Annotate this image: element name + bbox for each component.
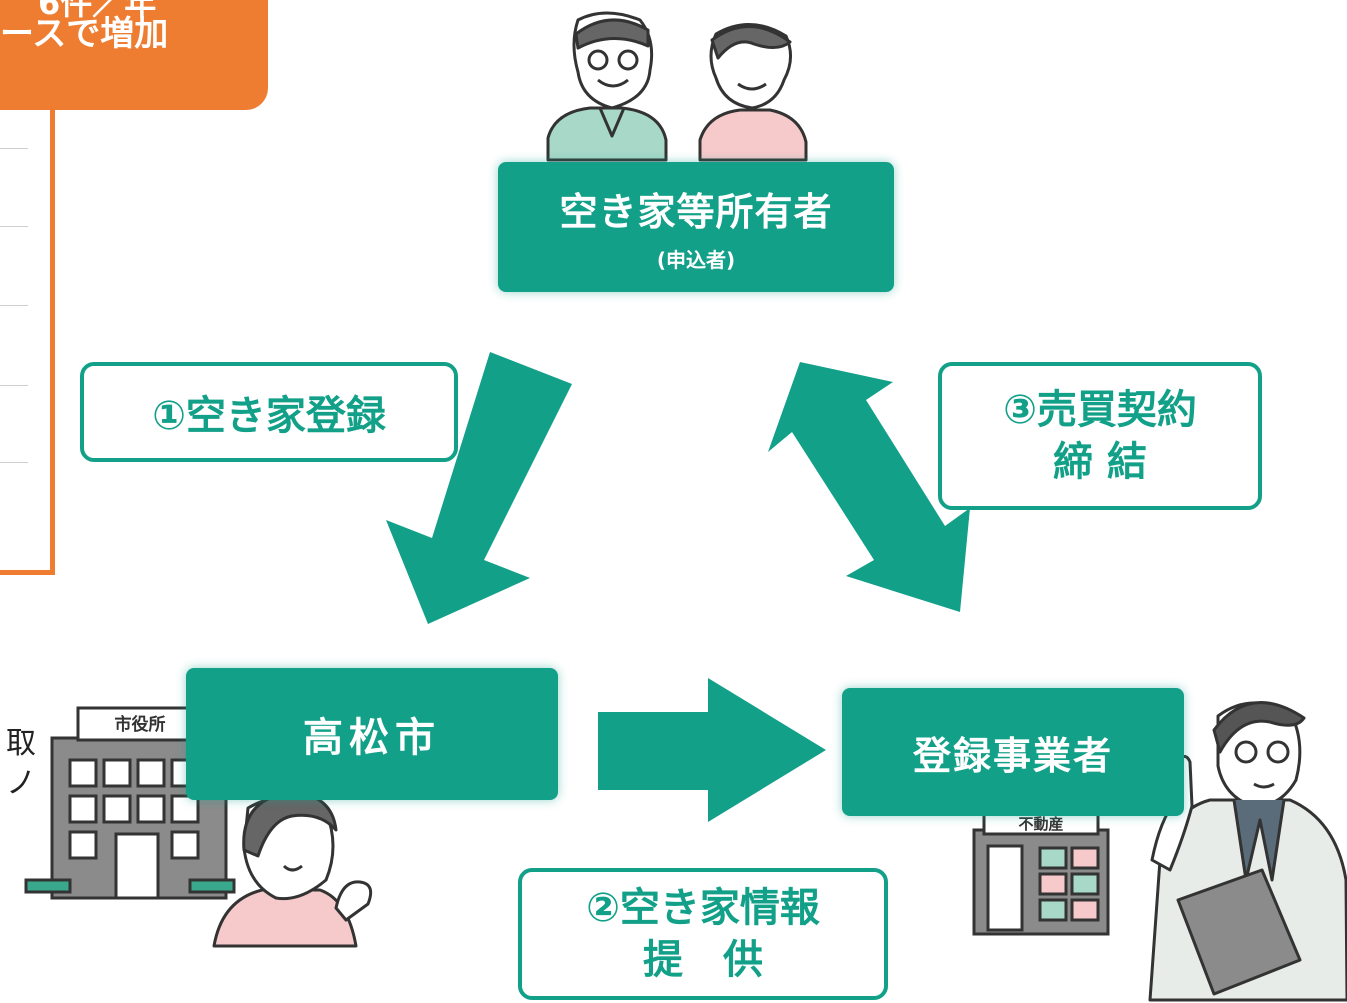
step2-line1: ②空き家情報	[586, 885, 820, 931]
city-title: 高松市	[303, 715, 441, 761]
step3-line1: ③売買契約	[1003, 387, 1197, 433]
owner-box: 空き家等所有者 (申込者)	[498, 162, 894, 292]
arrow-owner-to-city	[386, 352, 572, 624]
business-person-illustration	[1148, 701, 1347, 1002]
table-rule	[0, 385, 28, 386]
table-rule	[0, 148, 28, 149]
side-text-line1: 取	[6, 726, 36, 761]
arrow-owner-business-double	[768, 362, 970, 612]
owner-couple-illustration	[546, 11, 808, 162]
table-rule	[0, 226, 28, 227]
registered-business-box: 登録事業者	[842, 688, 1184, 816]
side-text-line2: ノ	[6, 766, 36, 801]
city-hall-sign: 市役所	[115, 714, 166, 735]
step2-line2: 提 供	[643, 937, 763, 983]
table-rule	[0, 305, 28, 306]
city-staff-illustration	[212, 790, 373, 948]
step1-text: ①空き家登録	[152, 393, 386, 439]
real-estate-shop-illustration	[972, 810, 1110, 936]
step3-label: ③売買契約 締 結	[938, 362, 1262, 510]
table-rule	[0, 462, 28, 463]
real-estate-sign: 不動産	[1018, 815, 1063, 833]
city-box: 高松市	[186, 668, 558, 800]
owner-title: 空き家等所有者	[559, 190, 833, 234]
step3-line2: 締 結	[1053, 439, 1147, 485]
orange-frame	[0, 100, 55, 575]
header-tab-line2: ースで増加	[0, 14, 169, 54]
arrow-city-to-business	[598, 678, 826, 822]
orange-header-tab: 6件／年 ースで増加	[0, 0, 268, 110]
header-tab-line1: 6件／年	[38, 0, 157, 22]
step1-label: ①空き家登録	[80, 362, 458, 462]
step2-label: ②空き家情報 提 供	[518, 868, 888, 1000]
business-title: 登録事業者	[912, 733, 1113, 778]
owner-subtitle: (申込者)	[656, 248, 736, 272]
